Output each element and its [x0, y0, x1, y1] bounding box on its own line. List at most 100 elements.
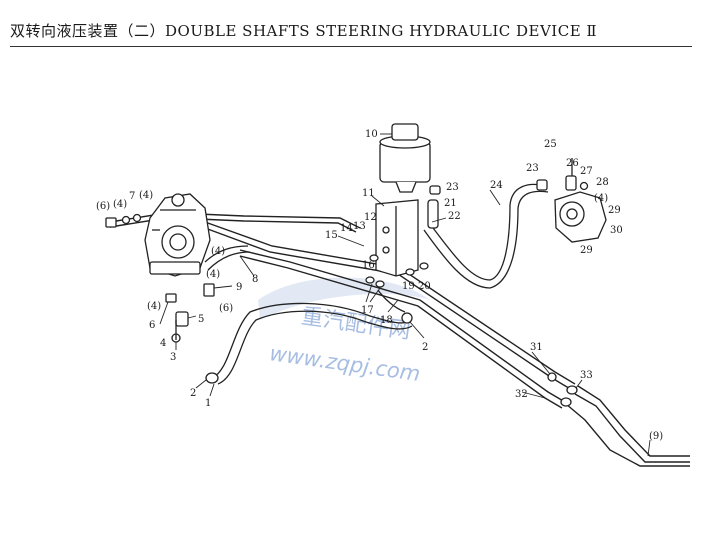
callout-2-lower: 2 — [190, 388, 196, 399]
leader-lines — [159, 133, 651, 457]
bracket-hole-1 — [382, 226, 390, 234]
hose-1-outer — [211, 302, 411, 379]
callout-3: 3 — [170, 352, 176, 363]
callout-22: 22 — [448, 211, 461, 222]
callout-7: 7 — [129, 191, 135, 202]
pipe-gear-top-2 — [197, 218, 357, 233]
hose-8-outer — [204, 245, 249, 263]
callout-11: 11 — [362, 188, 375, 199]
fitting-31 — [547, 372, 557, 382]
leader-24 — [489, 189, 501, 206]
callout-5: 5 — [198, 314, 204, 325]
pipe-fittings — [205, 254, 578, 407]
leader-1 — [209, 383, 215, 397]
leader-2a — [195, 379, 207, 389]
callout-10: 10 — [365, 129, 378, 140]
fitting-6 — [165, 293, 177, 303]
callout-29-lower: 29 — [580, 245, 593, 256]
bracket-clip-21 — [427, 199, 439, 229]
callout-20: 20 — [418, 281, 431, 292]
callout-24: 24 — [490, 180, 503, 191]
fitting-2-upper — [401, 312, 413, 324]
oil-reservoir — [379, 123, 431, 193]
fitting-5 — [175, 311, 189, 327]
callout-27: 27 — [580, 166, 593, 177]
callout-8: 8 — [252, 274, 258, 285]
callout-28: 28 — [596, 177, 609, 188]
callout-6: 6 — [149, 320, 155, 331]
bolt-left-6 — [105, 217, 117, 228]
leader-2b — [409, 321, 425, 339]
washer-left-4 — [121, 215, 131, 225]
mounting-bracket — [375, 185, 441, 277]
callout-9-p: (9) — [649, 431, 663, 442]
callout-12: 12 — [364, 212, 377, 223]
bracket-hole-2 — [382, 246, 390, 254]
title-rule — [10, 46, 692, 47]
fitting-19 — [405, 268, 415, 276]
callout-29-upper: 29 — [608, 205, 621, 216]
leader-22 — [431, 217, 447, 223]
callout-21: 21 — [444, 198, 457, 209]
leader-11 — [371, 195, 385, 207]
fitting-17b — [375, 280, 385, 288]
leader-17b — [369, 287, 381, 303]
watermark: 重汽配件网 www.zqpj.com — [258, 277, 430, 386]
watermark-swoosh — [258, 277, 430, 320]
leader-6 — [159, 301, 169, 325]
reservoir-cap — [391, 123, 419, 141]
callout-33: 33 — [580, 370, 593, 381]
clip-23 — [429, 185, 441, 195]
pipe-lower-b — [239, 255, 563, 409]
leader-33 — [575, 379, 583, 389]
callout-23-top: 23 — [446, 182, 459, 193]
callout-4-p3: (4) — [211, 246, 225, 257]
callout-13: 13 — [353, 221, 366, 232]
callout-25: 25 — [544, 139, 557, 150]
leader-8 — [239, 255, 255, 277]
pipe-right-a — [577, 385, 690, 457]
pump-hub — [566, 208, 578, 220]
callout-16: 16 — [362, 260, 375, 271]
callout-23-pump: 23 — [526, 163, 539, 174]
callout-19: 19 — [402, 281, 415, 292]
hose-24-inner — [423, 190, 549, 289]
callout-17: 17 — [361, 305, 374, 316]
leader-18 — [387, 299, 399, 313]
callout-labels: 1 2 2 3 4 (4) (4) (4) (4) (4) (4) 5 6 (6… — [96, 129, 663, 442]
watermark-line2: www.zqpj.com — [268, 341, 422, 386]
callout-4-p6: (4) — [594, 193, 608, 204]
pipe-right-c — [565, 403, 690, 467]
callout-15: 15 — [325, 230, 338, 241]
pump-fitting-23 — [536, 179, 548, 191]
leader-31 — [531, 351, 551, 375]
page-title: 双转向液压装置（二）DOUBLE SHAFTS STEERING HYDRAUL… — [10, 22, 598, 40]
bracket-plate — [375, 199, 419, 277]
reservoir-outlet — [395, 181, 417, 193]
callout-4-p4: (4) — [206, 269, 220, 280]
pipe-right-b — [574, 393, 690, 463]
fitting-33b — [560, 397, 572, 407]
hose-18 — [377, 289, 406, 313]
callout-26: 26 — [566, 158, 579, 169]
pump-washer-28 — [579, 181, 589, 191]
callout-6-p2: (6) — [219, 303, 233, 314]
callout-4-p5: (4) — [147, 301, 161, 312]
leader-15 — [337, 235, 365, 247]
callout-14: 14 — [340, 223, 353, 234]
leader-17 — [365, 283, 373, 303]
gear-port-top — [171, 193, 185, 207]
fitting-20 — [419, 262, 429, 270]
callout-4-p1: (4) — [113, 199, 127, 210]
leader-32 — [521, 391, 546, 399]
gear-bore-inner — [169, 233, 187, 251]
gear-flange — [149, 261, 201, 275]
callout-9: 9 — [236, 282, 242, 293]
leader-9 — [213, 285, 233, 289]
callout-31: 31 — [530, 342, 543, 353]
fitting-9 — [203, 283, 215, 297]
pipe-lower-a — [239, 249, 566, 403]
callout-30: 30 — [610, 225, 623, 236]
leader-9b — [647, 439, 651, 457]
callout-4: 4 — [160, 338, 166, 349]
